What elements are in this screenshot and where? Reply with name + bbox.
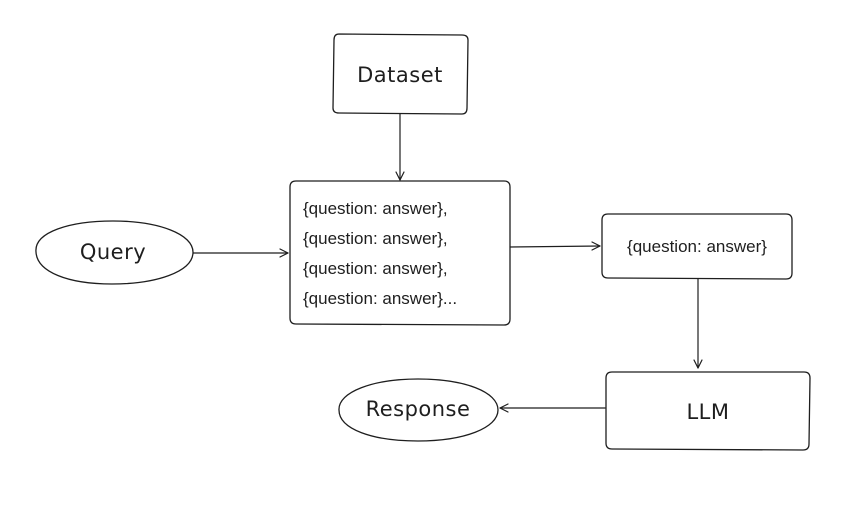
selected-item: {question: answer} [627,237,767,256]
arrow-query-to-candidates [192,248,289,258]
arrow-candidates-to-selected [509,241,601,251]
candidate-item-1: {question: answer}, [303,199,448,218]
llm-node: LLM [605,371,811,451]
response-node: Response [338,378,499,442]
arrow-selected-to-llm [693,278,703,369]
arrow-llm-to-response [499,403,606,413]
llm-label: LLM [686,400,729,424]
selected-node: {question: answer} [601,213,793,280]
candidate-item-3: {question: answer}, [303,259,448,278]
candidate-item-2: {question: answer}, [303,229,448,248]
candidate-item-4: {question: answer}... [303,289,457,308]
candidates-node: {question: answer}, {question: answer}, … [289,180,511,326]
dataset-node: Dataset [332,33,469,115]
query-label: Query [80,240,146,264]
query-node: Query [35,220,194,285]
dataset-label: Dataset [357,63,443,87]
arrow-dataset-to-candidates [395,113,405,181]
response-label: Response [366,397,471,421]
